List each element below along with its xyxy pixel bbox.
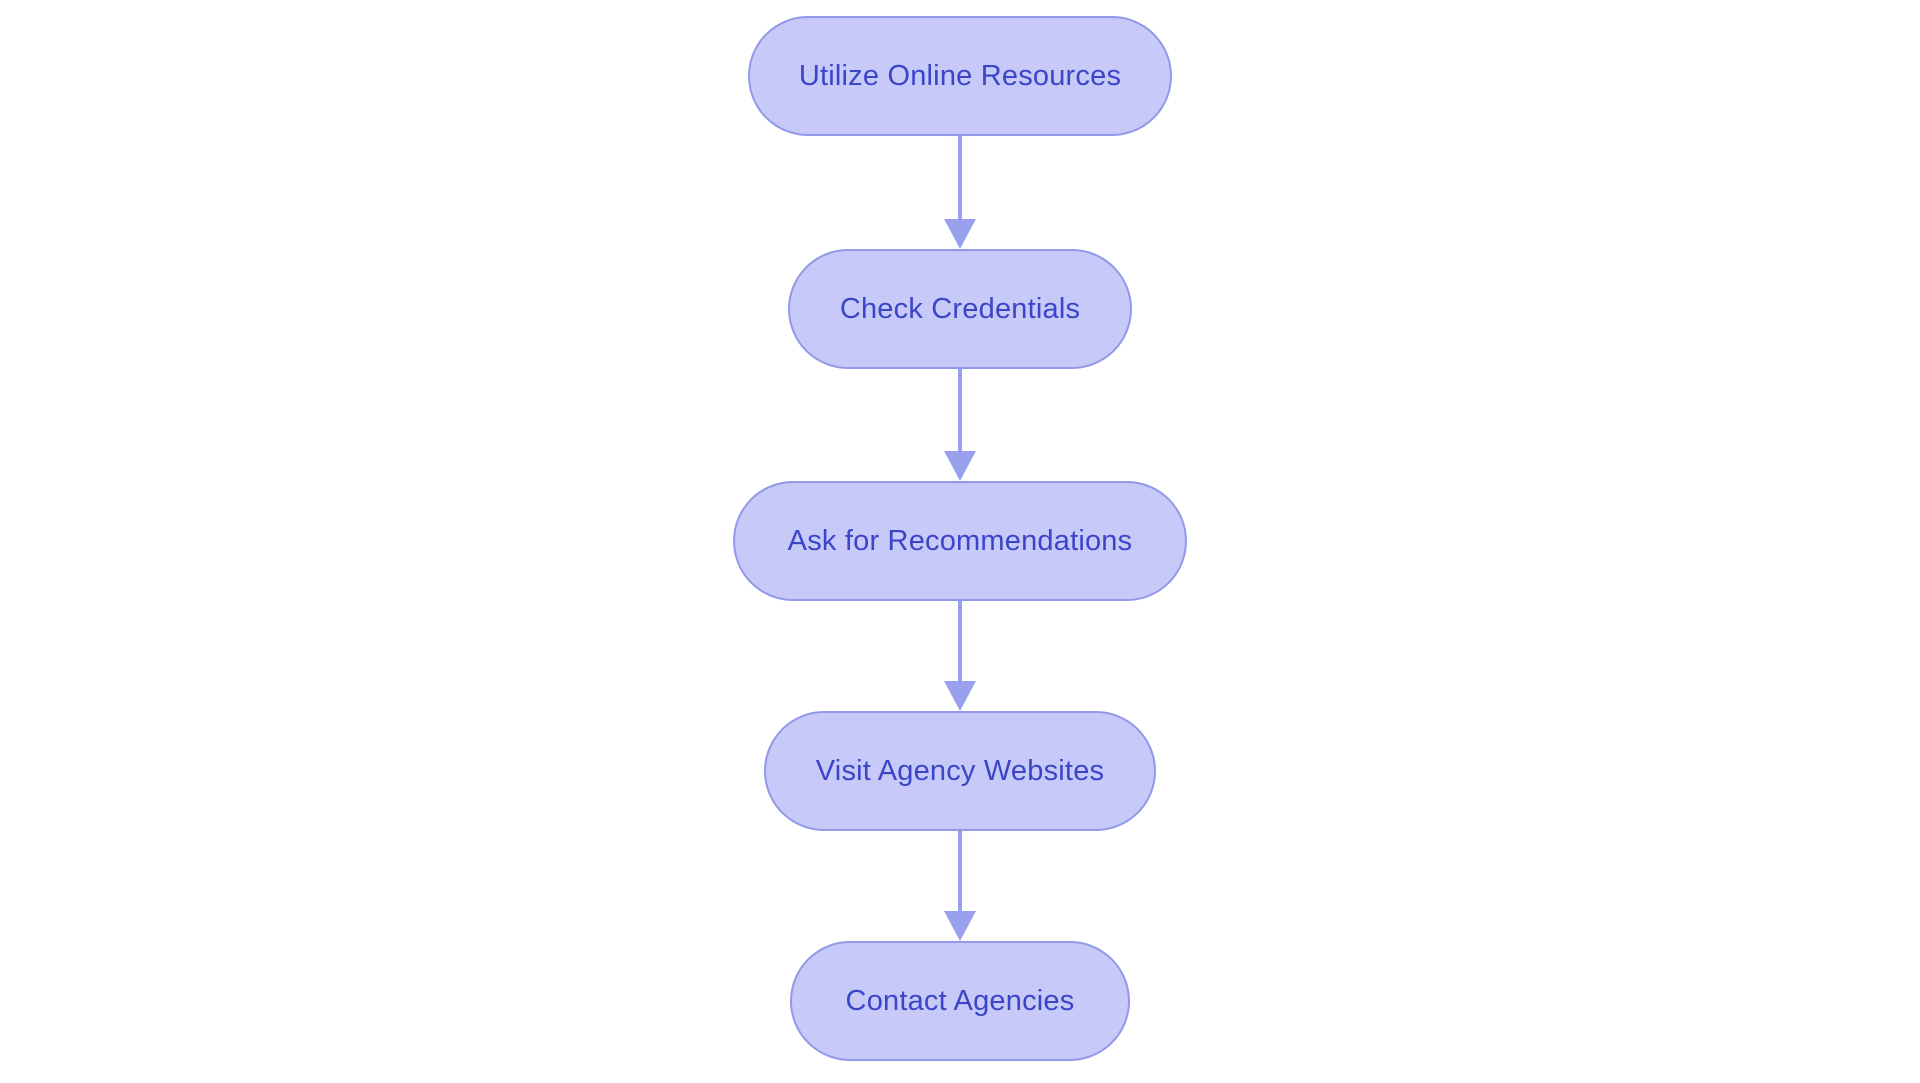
flow-arrow-4 [944,831,976,941]
arrow-head-down-icon [944,219,976,249]
flow-node-label: Check Credentials [839,292,1081,325]
flow-node-label: Utilize Online Resources [798,59,1122,92]
flow-node-label: Visit Agency Websites [815,754,1105,787]
flow-arrow-3 [944,601,976,711]
arrow-line [958,136,962,219]
flow-node-contact-agencies: Contact Agencies [790,941,1130,1061]
flow-node-check-credentials: Check Credentials [788,249,1132,369]
flow-node-label: Contact Agencies [845,984,1075,1017]
flow-arrow-1 [944,136,976,249]
flow-node-utilize-online-resources: Utilize Online Resources [748,16,1172,136]
arrow-line [958,369,962,451]
flow-arrow-2 [944,369,976,481]
flow-node-label: Ask for Recommendations [787,524,1133,557]
arrow-head-down-icon [944,681,976,711]
flow-node-ask-for-recommendations: Ask for Recommendations [733,481,1187,601]
arrow-head-down-icon [944,911,976,941]
flow-node-visit-agency-websites: Visit Agency Websites [764,711,1156,831]
arrow-line [958,831,962,911]
arrow-line [958,601,962,681]
arrow-head-down-icon [944,451,976,481]
